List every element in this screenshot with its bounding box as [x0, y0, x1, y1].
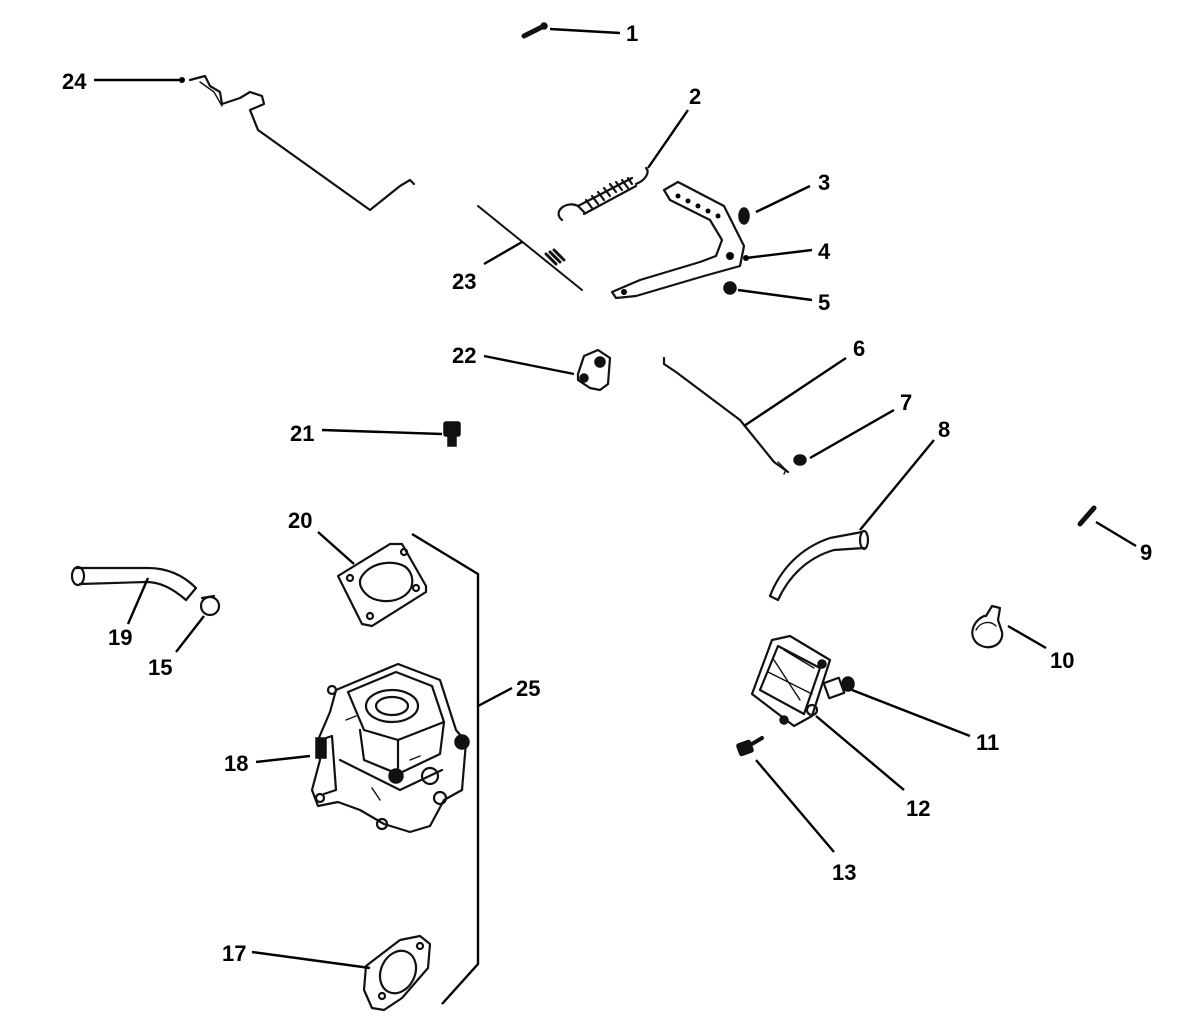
- part-13-screw: [736, 736, 764, 757]
- part-2-spring: [557, 166, 649, 222]
- part-1-screw: [521, 22, 548, 39]
- callout-20: 20: [288, 508, 355, 565]
- part-25-assembly-bracket: [411, 532, 480, 1005]
- callout-20-label: 20: [288, 508, 312, 533]
- callout-12-label: 12: [906, 796, 930, 821]
- callout-4-label: 4: [818, 239, 831, 264]
- callout-6-label: 6: [853, 336, 865, 361]
- callout-13: 13: [755, 759, 856, 885]
- part-3-pin: [738, 207, 750, 225]
- callout-9-label: 9: [1140, 540, 1152, 565]
- part-9-screw: [1077, 505, 1097, 527]
- callout-3: 3: [755, 170, 830, 214]
- part-5-nut: [723, 281, 737, 295]
- callout-4: 4: [743, 239, 831, 264]
- part-17-gasket: [362, 934, 432, 1012]
- callout-19: 19: [108, 577, 150, 650]
- callout-21: 21: [290, 421, 443, 446]
- callout-25-label: 25: [516, 676, 540, 701]
- callout-2: 2: [647, 84, 701, 169]
- part-8-fuel-hose: [768, 529, 870, 602]
- callout-6: 6: [743, 336, 865, 427]
- callout-2-label: 2: [689, 84, 701, 109]
- part-23-link-rod: [477, 205, 583, 291]
- callout-8-label: 8: [938, 417, 950, 442]
- part-7-nut: [793, 454, 807, 466]
- part-12-fuel-pump: [750, 634, 832, 728]
- callout-13-label: 13: [832, 860, 856, 885]
- callout-17-label: 17: [222, 941, 246, 966]
- callout-17: 17: [222, 941, 371, 970]
- part-21-plug: [443, 421, 461, 447]
- callout-24-label: 24: [62, 69, 87, 94]
- callout-11-label: 11: [976, 730, 999, 755]
- part-4-governor-lever: [610, 180, 746, 300]
- part-24-governor-rod: [188, 74, 416, 212]
- callout-19-label: 19: [108, 625, 132, 650]
- callout-21-label: 21: [290, 421, 314, 446]
- callout-25: 25: [477, 676, 540, 708]
- part-18-carburetor: [310, 662, 470, 834]
- part-22-bracket: [576, 348, 612, 392]
- part-19-hose: [70, 565, 198, 602]
- callout-3-label: 3: [818, 170, 830, 195]
- callout-23-label: 23: [452, 269, 476, 294]
- callout-10-label: 10: [1050, 648, 1074, 673]
- part-11-fitting: [822, 676, 855, 700]
- part-6-throttle-link: [662, 356, 790, 475]
- callout-1-label: 1: [626, 21, 638, 46]
- callout-22-label: 22: [452, 343, 476, 368]
- callout-8: 8: [859, 417, 950, 531]
- part-10-clamp: [971, 604, 1004, 649]
- callout-7-label: 7: [900, 390, 912, 415]
- callout-22: 22: [452, 343, 575, 376]
- callout-1: 1: [549, 21, 638, 46]
- part-15-hose-clamp: [199, 594, 221, 617]
- callout-15: 15: [148, 615, 205, 680]
- callout-12: 12: [815, 715, 930, 821]
- callout-18: 18: [224, 751, 311, 776]
- callout-11: 11: [851, 688, 999, 755]
- callout-18-label: 18: [224, 751, 248, 776]
- callout-5-label: 5: [818, 290, 830, 315]
- part-20-gasket: [336, 542, 428, 628]
- callout-24: 24: [62, 69, 185, 94]
- callout-23: 23: [452, 240, 523, 294]
- callout-15-label: 15: [148, 655, 172, 680]
- callout-10: 10: [1007, 624, 1074, 673]
- callout-5: 5: [737, 288, 830, 315]
- callout-7: 7: [809, 390, 912, 460]
- callout-9: 9: [1095, 520, 1152, 565]
